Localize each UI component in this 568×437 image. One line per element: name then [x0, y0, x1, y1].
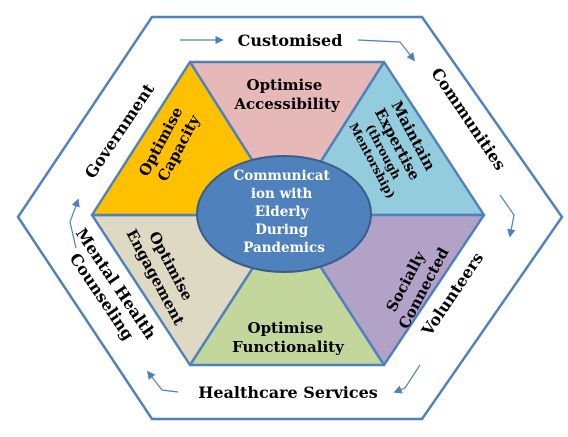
- arrow-top-right: [357, 39, 416, 62]
- ring-label-customised: Customised: [238, 31, 343, 50]
- center-ellipse: [196, 155, 372, 273]
- center-line-2: ion with: [251, 186, 313, 202]
- label-optimise-accessibility: Optimise Accessibility: [233, 76, 341, 113]
- center-line-4: During: [255, 222, 309, 238]
- label-functionality-line-1: Optimise: [248, 319, 324, 337]
- arrow-bottom-left: [146, 370, 179, 393]
- arrow-left: [69, 198, 80, 249]
- label-accessibility-line-2: Accessibility: [233, 95, 341, 113]
- center-text: Communicat ion with Elderly During Pande…: [234, 168, 335, 256]
- ring-arrows: [69, 35, 516, 394]
- center-line-1: Communicat: [234, 168, 331, 184]
- arrow-bottom-right: [393, 364, 421, 394]
- ring-label-healthcare-services: Healthcare Services: [198, 383, 378, 402]
- label-functionality-line-2: Functionality: [232, 338, 345, 356]
- label-optimise-functionality: Optimise Functionality: [232, 319, 345, 356]
- center-line-5: Pandemics: [243, 240, 325, 256]
- center-line-3: Elderly: [255, 204, 310, 220]
- label-accessibility-line-1: Optimise: [247, 76, 323, 94]
- arrow-right: [499, 194, 516, 238]
